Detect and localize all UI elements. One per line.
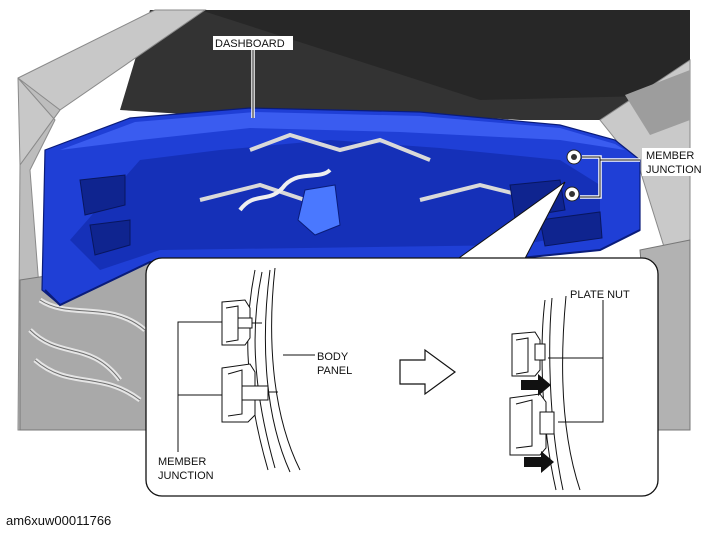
figure-caption: am6xuw00011766 — [6, 513, 112, 528]
detail-inset — [145, 257, 659, 497]
right-outline-arrow-icon — [399, 348, 457, 396]
plate-nut-label: PLATE NUT — [570, 289, 630, 301]
dashboard-vents-left — [79, 174, 131, 256]
dashboard-label: DASHBOARD — [215, 38, 285, 50]
after-assembly — [509, 295, 581, 491]
center-bracket — [297, 184, 341, 236]
member-junction-bottom-label-line1: MEMBER — [158, 456, 206, 468]
member-junction-marker-lower — [564, 186, 580, 202]
member-junction-leader-top-outline — [580, 156, 640, 198]
right-solid-arrow-icon-upper — [521, 374, 551, 396]
member-junction-marker-upper — [566, 149, 582, 165]
dashboard-top-edge — [60, 112, 625, 150]
right-solid-arrow-icon-lower — [524, 451, 554, 473]
a-pillar-left — [17, 9, 207, 167]
pillar-detail — [625, 70, 690, 135]
wire-harness-left-outline — [29, 299, 146, 401]
dashboard-installation-diagram: DASHBOARD MEMBER JUNCTION — [17, 9, 710, 497]
white-cable — [238, 168, 332, 212]
before-assembly — [221, 267, 301, 473]
windshield-gradient — [200, 10, 690, 100]
body-panel-label-line2: PANEL — [317, 365, 352, 377]
member-junction-top-label-line1: MEMBER — [646, 150, 694, 162]
member-junction-top-label-bg — [642, 148, 710, 176]
dashboard-vents-right — [509, 179, 603, 247]
member-junction-bottom-label-line2: JUNCTION — [158, 470, 214, 482]
dashboard-label-bg — [213, 36, 293, 50]
body-panel-label-line1: BODY — [317, 351, 349, 363]
member-junction-leader-bottom — [177, 321, 222, 452]
member-junction-top-label-line2: JUNCTION — [646, 164, 702, 176]
plate-nut-leader — [548, 300, 604, 423]
